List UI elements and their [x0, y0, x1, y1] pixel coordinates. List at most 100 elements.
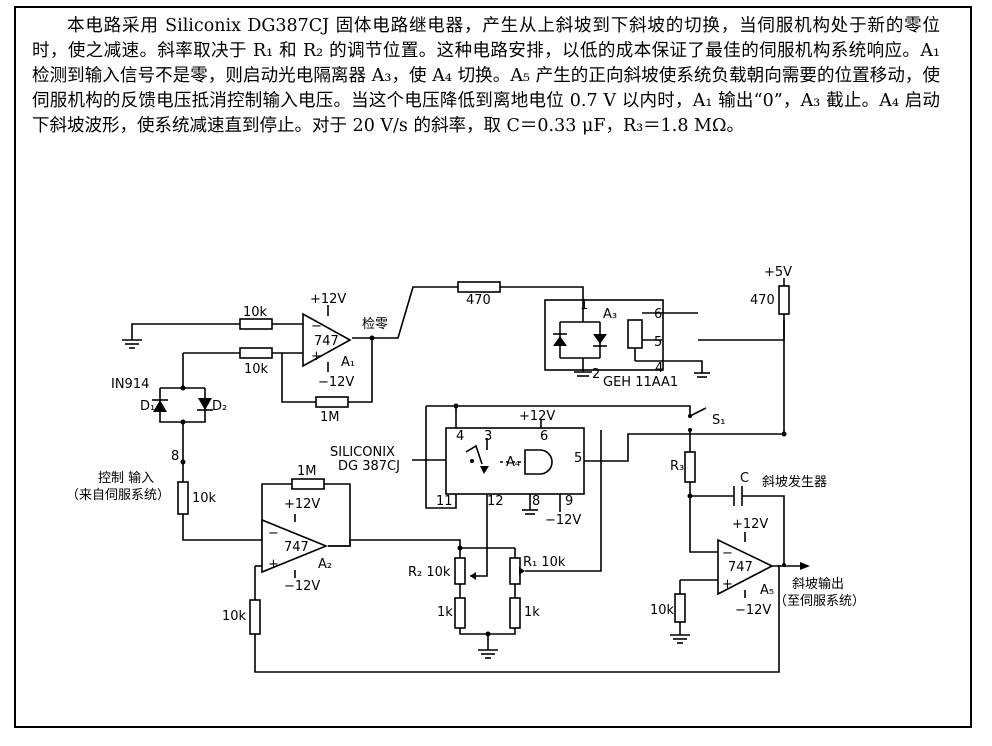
relay-pin4: 4 [456, 429, 464, 444]
capacitor-c: C 斜坡发生器 [733, 471, 827, 506]
r-ctrl-label: 10k [192, 491, 217, 506]
potentiometer-r1: R₁ 10k [509, 555, 566, 585]
optoisolator-a3: 1 2 4 5 6 A₃ GEH 11AA1 [544, 298, 678, 390]
a1-vminus-label: −12V [318, 375, 354, 390]
r-1k-right-label: 1k [524, 605, 540, 620]
relay-pin6: 6 [540, 429, 548, 444]
junction-r3 [687, 493, 693, 499]
junction-relay-top [453, 403, 459, 409]
r-a2-bottom-label: 10k [222, 609, 247, 624]
r2-label: R₂ 10k [408, 565, 451, 580]
resistor-a1-in1: 10k [239, 305, 273, 330]
a5-vplus-label: +12V [732, 517, 768, 532]
dg387-label: DG 387CJ [338, 459, 400, 474]
a5-vminus-label: −12V [735, 603, 771, 618]
svg-text:−: − [311, 319, 322, 334]
resistor-470-top: 470 [457, 281, 501, 308]
resistor-r3: R₃ [670, 451, 696, 483]
svg-text:+: + [722, 577, 733, 592]
opto-part: GEH 11AA1 [603, 375, 678, 390]
a1-fb-label: 1M [320, 410, 340, 425]
control-source-label: （来自伺服系统） [66, 488, 170, 503]
junction-pot-bottom [485, 631, 491, 637]
a2-chip-label: 747 [284, 540, 309, 555]
ramp-gen-label: 斜坡发生器 [762, 474, 827, 490]
junction-switch [781, 431, 787, 437]
opto-pin5: 5 [654, 335, 662, 350]
a1-vplus-label: +12V [310, 292, 346, 307]
r-470-top-label: 470 [466, 293, 491, 308]
r3-label: R₃ [670, 459, 684, 474]
ramp-out-label: 斜坡输出 [792, 576, 844, 592]
a5-name-label: A₅ [760, 583, 774, 598]
control-input-label: 控制 输入 [98, 470, 154, 486]
resistor-a2-feedback: 1M [291, 464, 325, 490]
figure-frame [14, 6, 972, 728]
opamp-a1: − + 747 +12V −12V A₁ [302, 292, 355, 390]
svg-text:−: − [268, 526, 279, 541]
relay-vminus: −12V [545, 513, 581, 528]
opto-pin6: 6 [654, 307, 662, 322]
relay-pin11: 11 [436, 494, 453, 509]
junction-diode-top [180, 385, 186, 391]
relay-pin5: 5 [574, 451, 582, 466]
a5-chip-label: 747 [728, 560, 753, 575]
svg-text:−: − [722, 546, 733, 561]
junction-diode-bottom [180, 419, 186, 425]
resistor-a5-in: 10k [650, 593, 686, 623]
cap-c-label: C [740, 471, 749, 486]
d2-label: D₂ [212, 399, 227, 414]
opto-pin4: 4 [655, 361, 663, 376]
r-a1-in2-label: 10k [244, 362, 269, 377]
detect-zero-label: 检零 [362, 317, 388, 332]
a1-name-label: A₁ [341, 355, 355, 370]
r1-label: R₁ 10k [523, 555, 566, 570]
svg-text:+: + [268, 557, 279, 572]
opto-name: A₃ [603, 307, 617, 322]
relay-a4: A₄ 4 3 6 5 8 9 11 12 +12V −12V [436, 409, 585, 528]
r-a5-in-label: 10k [650, 603, 675, 618]
opamp-a2: − + 747 +12V −12V A₂ [261, 497, 332, 594]
description-paragraph: 本电路采用 Siliconix DG387CJ 固体电路继电器，产生从上斜坡到下… [32, 16, 940, 136]
node8-label: 8 [171, 449, 179, 464]
ramp-output-arrow [800, 562, 810, 570]
a2-fb-label: 1M [297, 464, 317, 479]
relay-pin8: 8 [532, 494, 540, 509]
a1-chip-label: 747 [314, 334, 339, 349]
resistor-1k-left: 1k [437, 597, 466, 629]
d1-label: D₁ [140, 399, 155, 414]
a2-vminus-label: −12V [284, 579, 320, 594]
resistor-control: 10k [177, 481, 217, 515]
diode-d2 [197, 398, 213, 411]
relay-pin3: 3 [484, 429, 492, 444]
s1-label: S₁ [712, 413, 725, 428]
relay-pin9: 9 [565, 494, 573, 509]
opamp-a5: − + 747 +12V −12V A₅ [717, 517, 774, 618]
opto-pin1: 1 [580, 298, 588, 313]
junction-detect [369, 335, 375, 341]
switch-s1: S₁ [688, 407, 725, 432]
resistor-1k-right: 1k [509, 597, 540, 629]
resistor-a2-bottom: 10k [222, 599, 261, 635]
potentiometer-r2: R₂ 10k [408, 545, 476, 585]
ground-symbol [122, 339, 142, 349]
ramp-out-dest-label: （至伺服系统） [774, 594, 865, 609]
r-470-right-label: 470 [750, 293, 775, 308]
resistor-a1-feedback: 1M [315, 396, 349, 425]
description-text: 本电路采用 Siliconix DG387CJ 固体电路继电器，产生从上斜坡到下… [32, 14, 940, 139]
siliconix-label: SILICONIX [330, 445, 395, 460]
diode-d1 [152, 399, 168, 412]
resistor-a1-in2: 10k [239, 347, 273, 377]
relay-name: A₄ [506, 455, 520, 470]
diode-part-label: IN914 [111, 377, 149, 392]
relay-pin12: 12 [487, 494, 504, 509]
ground-opto [694, 372, 710, 378]
control-input-node [180, 459, 186, 465]
resistor-470-right: 470 [750, 285, 790, 315]
ground-a5 [670, 634, 690, 644]
opto-pin2: 2 [592, 367, 600, 382]
a2-name-label: A₂ [318, 557, 332, 572]
r-a1-in1-label: 10k [243, 305, 268, 320]
ground-pots [478, 649, 498, 659]
